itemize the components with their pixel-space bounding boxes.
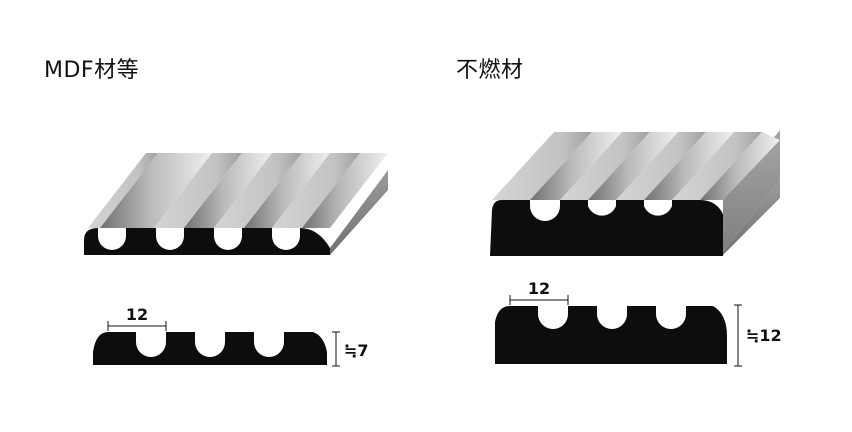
mdf-groove-4: [302, 153, 388, 228]
mdf-ridge-4: [272, 153, 360, 228]
nonflammable-section: 12 ≒12: [495, 279, 782, 367]
nonflammable-3d-block: [490, 130, 780, 256]
panel-title-nonflammable: 不燃材: [456, 58, 524, 83]
mdf-section-profile: [93, 332, 327, 365]
nonflammable-ridge-4: [672, 132, 762, 200]
mdf-ridge-3: [214, 153, 302, 228]
nonflammable-groove-1: [530, 132, 622, 200]
panel-title-mdf: MDF材等: [44, 58, 140, 83]
nonflammable-ridge-1: [492, 132, 592, 200]
mdf-side-face: [330, 170, 388, 255]
mdf-width-label: 12: [126, 305, 148, 324]
nonflammable-ridge-3: [616, 132, 706, 200]
nonflammable-section-profile: [495, 306, 727, 364]
mdf-groove-1: [100, 153, 212, 228]
nonflammable-groove-2: [588, 132, 678, 200]
mdf-groove-3: [244, 153, 330, 228]
mdf-groove-2: [184, 153, 272, 228]
nonflammable-side-face-upper: [723, 130, 780, 252]
mdf-ridge-1: [88, 153, 158, 228]
mdf-front-profile: [84, 228, 330, 255]
mdf-height-label: ≒7: [344, 341, 369, 360]
nonflammable-groove-3: [644, 132, 734, 200]
mdf-ridge-2: [154, 153, 242, 228]
nonflammable-side-face: [723, 180, 780, 255]
mdf-section: 12 ≒7: [93, 305, 369, 367]
mdf-3d-block: [84, 153, 388, 255]
nonflammable-front-profile: [490, 200, 723, 256]
nonflammable-groove-4: [700, 132, 780, 200]
nonflammable-height-label: ≒12: [746, 326, 782, 345]
nonflammable-ridge-2: [560, 132, 650, 200]
nonflammable-width-label: 12: [528, 279, 550, 298]
